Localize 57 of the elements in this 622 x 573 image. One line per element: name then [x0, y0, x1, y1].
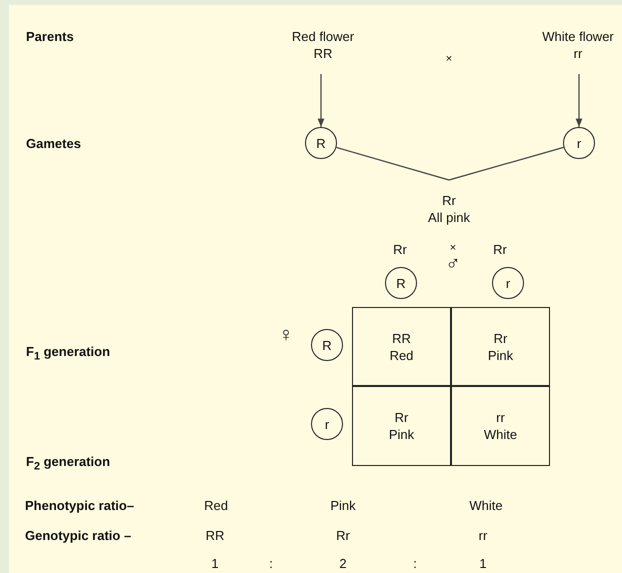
genotype-text: Rr [442, 192, 456, 209]
connector-line [336, 146, 450, 181]
genotype-text: rr [478, 528, 488, 544]
genotype-text: Rr [393, 242, 407, 258]
genotype-text: rr [496, 409, 505, 426]
cross-sign: × [450, 241, 456, 256]
phenotype-text: Pink [330, 498, 356, 514]
trait-text: White [484, 426, 518, 443]
row-heading: F$_{2}$ generation [26, 454, 110, 475]
genotype-text: r [506, 274, 510, 292]
genotype-text: R [322, 336, 332, 354]
connector-line [448, 146, 564, 181]
gamete-circle [492, 267, 524, 299]
punnett-cell [352, 386, 451, 466]
genotype-text: Rr [493, 242, 507, 258]
punnett-cell [352, 307, 451, 386]
genotype-text: R [316, 134, 326, 152]
genotype-text: Red flower [292, 28, 354, 45]
gamete-circle [305, 127, 337, 159]
arrow [576, 74, 582, 127]
genotype-text: Rr [494, 330, 508, 346]
ratio-separator: : [413, 556, 417, 572]
trait-text: Pink [388, 426, 414, 443]
trait-text: rr [574, 45, 582, 62]
ratio-number: 1 [479, 556, 487, 572]
punnett-cell [451, 307, 550, 386]
genotype-text: R [396, 274, 406, 292]
gamete-circle [385, 267, 417, 299]
punnett-cell [451, 386, 550, 466]
row-heading: Parents [26, 29, 74, 45]
cross-sign: × [446, 52, 452, 67]
ratio-separator: : [269, 556, 273, 572]
genotype-text: Rr [394, 409, 408, 426]
female-symbol: ♀ [278, 325, 294, 345]
phenotype-text: White [469, 498, 503, 514]
genotype-text: RR [392, 330, 411, 346]
trait-text: All pink [428, 209, 470, 226]
gamete-circle [311, 329, 343, 361]
trait-text: Red [390, 346, 414, 364]
genotype-text: Rr [336, 528, 350, 544]
genotype-text: RR [206, 528, 224, 544]
phenotype-text: Red [204, 498, 228, 514]
trait-text: RR [314, 45, 332, 62]
row-heading: Phenotypic ratio– [25, 498, 134, 514]
gamete-circle [563, 127, 595, 159]
ratio-number: 2 [339, 556, 347, 572]
ratio-number: 1 [211, 556, 219, 572]
gamete-circle [311, 408, 343, 440]
male-symbol: ♂ [446, 254, 460, 274]
trait-text: Pink [488, 346, 514, 364]
row-heading: Genotypic ratio – [25, 528, 132, 544]
row-heading: F$_{1}$ generation [26, 344, 110, 365]
arrow [318, 74, 324, 127]
row-heading: Gametes [26, 136, 81, 152]
genotype-text: r [576, 134, 582, 152]
genotype-text: White flower [542, 28, 614, 45]
genotype-text: r [324, 416, 330, 432]
